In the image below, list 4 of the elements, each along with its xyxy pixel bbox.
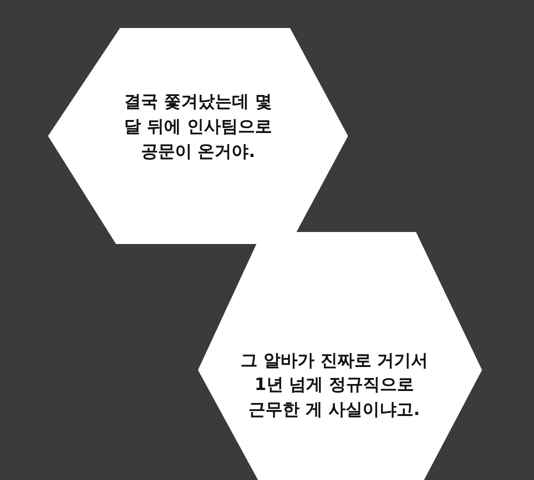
- bubble-text: 그 알바가 진짜로 거기서 1년 넘게 정규직으로 근무한 게 사실이냐고.: [239, 350, 430, 422]
- speech-bubble: [48, 28, 348, 244]
- speech-bubble: [198, 232, 482, 480]
- bubble-text: 결국 쫓겨났는데 몇 달 뒤에 인사팀으로 공문이 온거야.: [123, 91, 273, 164]
